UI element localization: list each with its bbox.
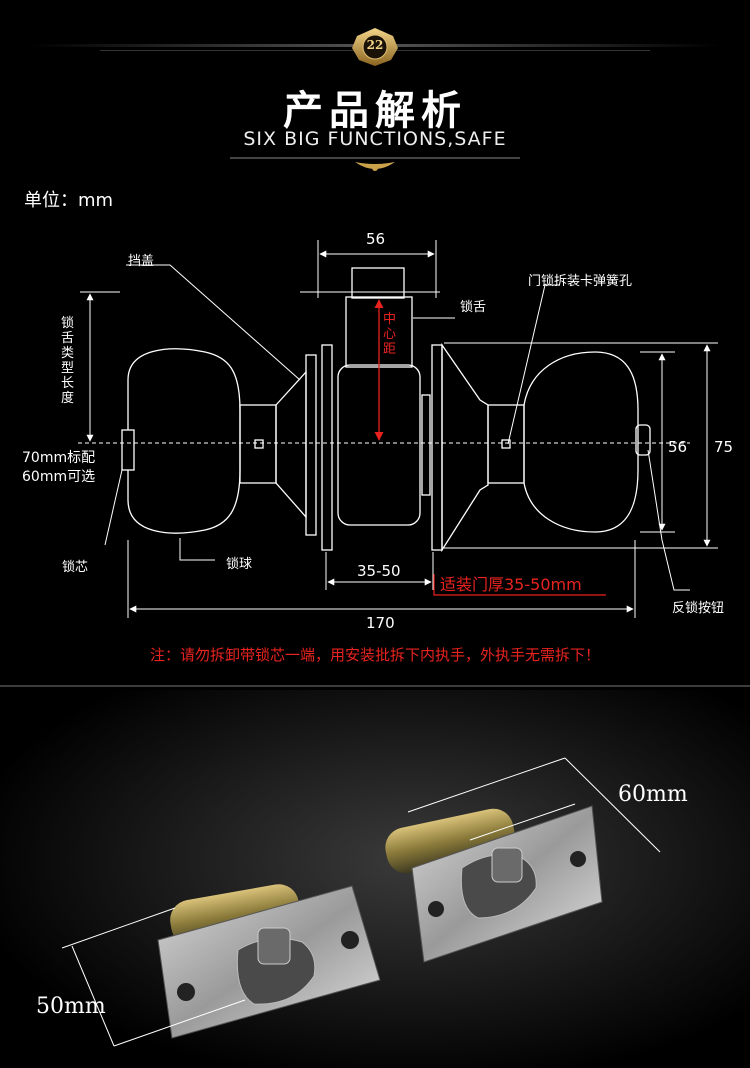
- door-thickness-note: 适装门厚35-50mm: [440, 575, 582, 594]
- dimension-lines: [80, 240, 718, 618]
- photo-dimension-lines: [61, 757, 661, 1047]
- leader-lines: [104, 264, 690, 591]
- latch-length-label: 锁舌类型长度: [61, 316, 75, 406]
- spring-hole-label: 门锁拆装卡弹簧孔: [528, 274, 633, 289]
- center-distance-label: 中心距: [383, 312, 397, 357]
- core-label: 锁芯: [62, 560, 89, 575]
- dim-right-outer: 75: [714, 438, 734, 456]
- photo-dim-right: 60mm: [618, 782, 688, 807]
- photo-dim-left: 50mm: [36, 994, 106, 1019]
- dim-door-range: 35-50: [357, 562, 401, 580]
- badge-number: 22: [366, 38, 384, 52]
- dim-right-inner: 56: [668, 438, 688, 456]
- dim-top-width: 56: [366, 230, 386, 248]
- page-subtitle: SIX BIG FUNCTIONS,SAFE: [243, 128, 507, 150]
- unit-label: 单位：mm: [24, 190, 114, 211]
- latch-label: 锁舌: [460, 300, 487, 315]
- ball-label: 锁球: [226, 557, 253, 572]
- latch-standard-label: 70mm标配: [22, 450, 96, 466]
- warning-note: 注：请勿拆卸带锁芯一端，用安装批拆下内执手，外执手无需拆下！: [149, 646, 600, 664]
- lock-technical-drawing: [121, 267, 651, 553]
- door-thickness-bracket: [433, 574, 606, 596]
- page-title: 产品解析: [283, 88, 467, 134]
- badge-emblem: [352, 28, 398, 66]
- cover-label: 挡盖: [128, 254, 155, 269]
- latch-photo: [0, 690, 750, 1068]
- lock-button-label: 反锁按钮: [672, 601, 725, 616]
- dim-total-width: 170: [366, 614, 395, 632]
- latch-optional-label: 60mm可选: [22, 469, 96, 485]
